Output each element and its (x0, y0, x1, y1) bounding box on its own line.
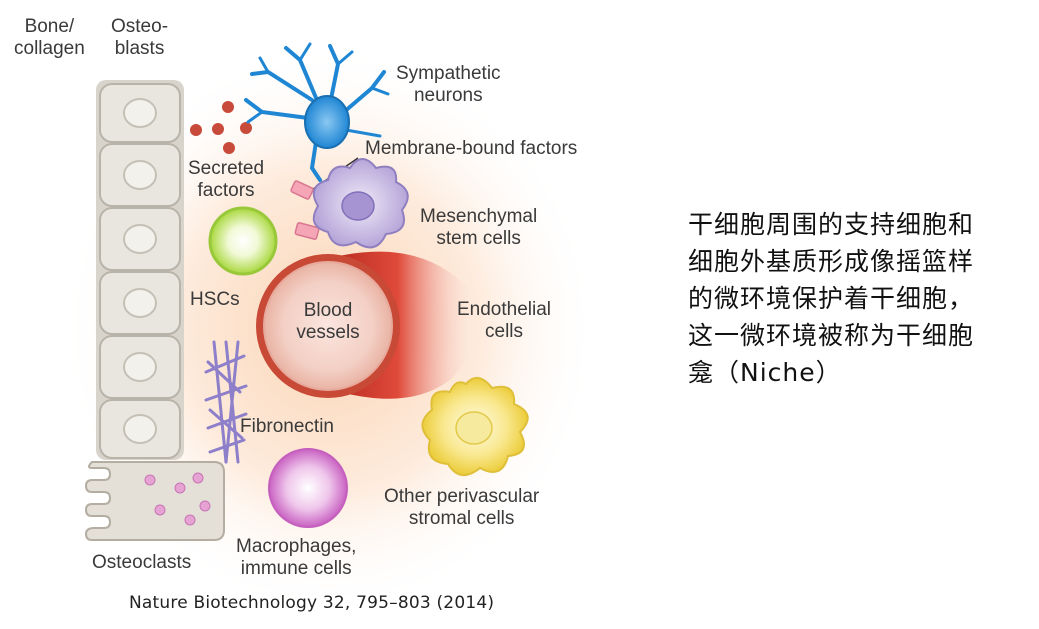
mesenchymal-stem-cell (312, 158, 409, 249)
label-line: Endothelial (457, 299, 552, 320)
label-hscs: HSCs (190, 289, 240, 310)
membrane-factor-chip (290, 180, 314, 200)
label-line: Secreted (188, 158, 265, 179)
label-line: neurons (413, 84, 483, 106)
label-macrophages-immune-cells: Macrophages, immune cells (236, 536, 356, 580)
label-line: Blood (303, 300, 353, 321)
label-line: Sympathetic (396, 63, 501, 84)
label-line: stem cells (436, 227, 521, 249)
label-fibronectin: Fibronectin (240, 416, 334, 437)
label-line: immune cells (240, 557, 352, 579)
label-line: vessels (296, 321, 360, 343)
label-sympathetic-neurons: Sympathetic neurons (396, 63, 501, 107)
caption-line: 这一微环境被称为干细胞 (688, 321, 975, 350)
fibronectin-strands (204, 340, 248, 464)
stromal-cell (421, 377, 529, 476)
label-osteoclasts: Osteoclasts (92, 552, 192, 573)
label-secreted-factors: Secreted factors (188, 158, 264, 202)
label-osteoblasts: Osteo- blasts (111, 16, 168, 60)
label-line: Bone/ (24, 16, 75, 37)
label-line: Osteo- (111, 16, 169, 37)
label-line: collagen (14, 37, 85, 59)
label-line: factors (197, 179, 255, 201)
macrophage-cell (268, 448, 348, 528)
hsc-cell (208, 206, 278, 276)
sympathetic-neuron (244, 42, 390, 182)
label-line: Mesenchymal (420, 206, 538, 227)
label-line: blasts (114, 37, 165, 59)
label-line: Macrophages, (236, 536, 357, 557)
membrane-factor-chip (294, 222, 320, 240)
osteoblast-column (96, 80, 184, 460)
osteoclast-cell (84, 461, 225, 541)
label-blood-vessels: Blood vessels (288, 300, 368, 344)
citation: Nature Biotechnology 32, 795–803 (2014) (129, 593, 495, 613)
caption-line: 的微环境保护着干细胞， (688, 284, 975, 313)
label-endothelial-cells: Endothelial cells (457, 299, 551, 343)
label-line: cells (485, 320, 524, 342)
caption-line: 干细胞周围的支持细胞和 (688, 210, 975, 239)
niche-caption: 干细胞周围的支持细胞和 细胞外基质形成像摇篮样 的微环境保护着干细胞， 这一微环… (688, 206, 1023, 391)
blood-vessel (256, 254, 400, 398)
caption-line: 龛（Niche） (688, 358, 842, 387)
secreted-factor-dots (190, 101, 252, 154)
label-other-perivascular-stromal-cells: Other perivascular stromal cells (384, 486, 539, 530)
label-membrane-bound-factors: Membrane-bound factors (365, 138, 578, 159)
label-line: stromal cells (408, 507, 515, 529)
label-bone-collagen: Bone/ collagen (14, 16, 85, 60)
caption-line: 细胞外基质形成像摇篮样 (688, 247, 975, 276)
label-mesenchymal-stem-cells: Mesenchymal stem cells (420, 206, 537, 250)
label-line: Other perivascular (384, 486, 540, 507)
